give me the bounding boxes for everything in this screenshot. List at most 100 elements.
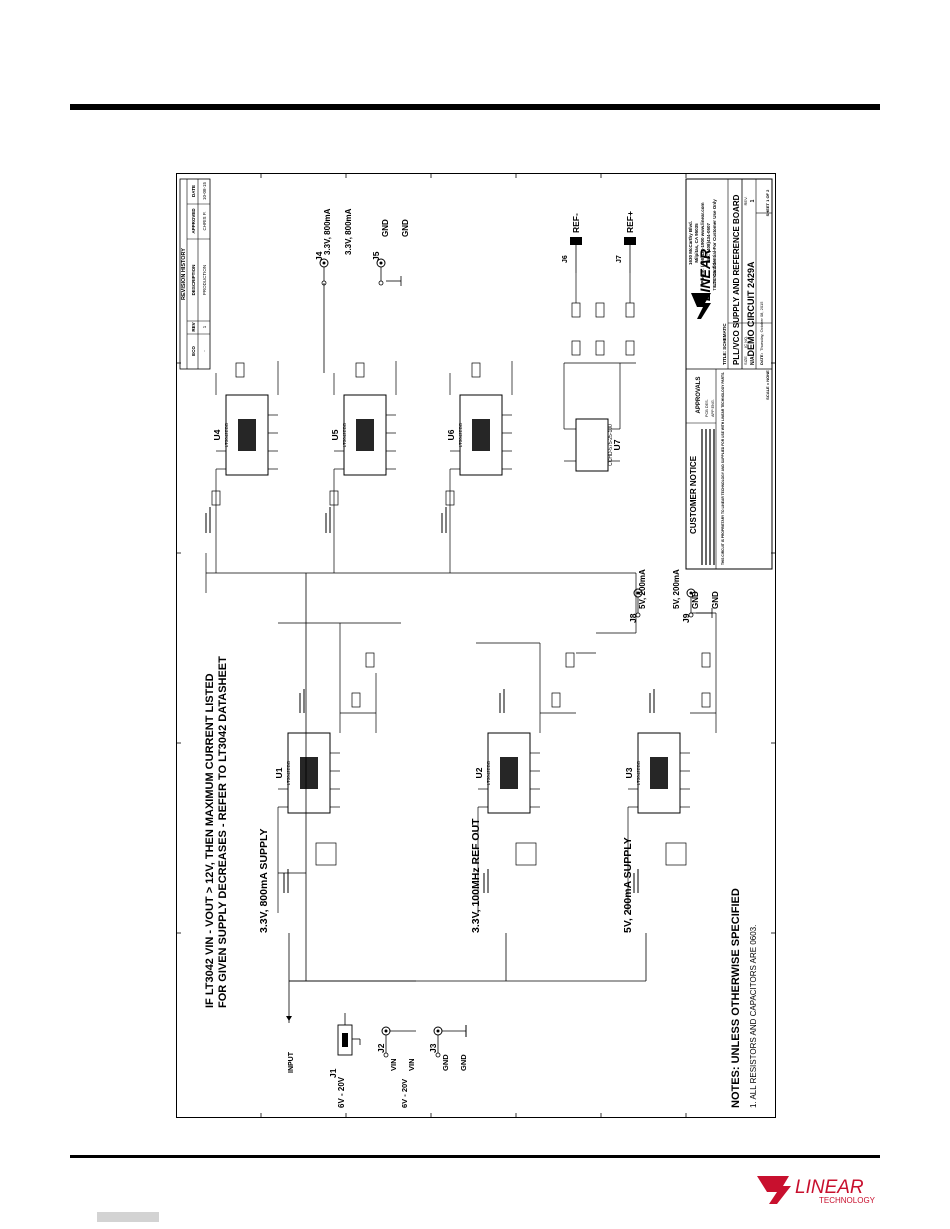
ic-u6: U6 LT3042EDD [446, 394, 512, 476]
notes-line1: 1. ALL RESISTORS AND CAPACITORS ARE 0603… [749, 925, 758, 1108]
j3-refdes: J3 [428, 1043, 438, 1053]
title-block-app-eng: APP ENG. [711, 399, 715, 417]
ic-u5: U5 LT3042EDD [330, 394, 396, 476]
j1-input-label: INPUT [288, 1051, 295, 1073]
logo-mark-icon [757, 1176, 791, 1204]
rev-col-date: DATE [191, 185, 196, 197]
rev-col-approved: APPROVED [191, 208, 196, 234]
connector-j6: J6 REF- [562, 213, 582, 273]
connector-j1: J1 INPUT 6V - 20V [288, 1013, 361, 1108]
j3-gnd: GND [459, 1054, 468, 1071]
j5-sub: GND [401, 219, 410, 237]
title-block-title: PLL/VCO SUPPLY AND REFERENCE BOARD [732, 194, 741, 365]
title-block-ic-no-label: IC NO. [743, 336, 748, 348]
ic-u3: U3 LT3042EDD [624, 732, 690, 814]
ic-u4: U4 LT3042EDD [212, 394, 278, 476]
rev-col-description: DESCRIPTION [191, 265, 196, 296]
j3-label: GND [441, 1054, 450, 1071]
title-block-size: N/A [750, 356, 756, 365]
connector-j4: J4 3.3V, 800mA 3.3V, 800mA [314, 208, 353, 373]
title-block-approvals: APPROVALS [696, 377, 702, 414]
j9-refdes: J9 [681, 613, 691, 623]
sheet-border [176, 173, 776, 1118]
connector-j2: J2 VIN 6V - 20V VIN [376, 1026, 416, 1108]
u4-refdes: U4 [212, 429, 222, 440]
j2-vin: VIN [407, 1058, 416, 1071]
ground-symbols [386, 276, 713, 618]
u3-part: LT3042EDD [636, 760, 641, 785]
u6-part: LT3042EDD [458, 422, 463, 447]
connector-j3: J3 GND GND [428, 1025, 468, 1071]
footer-logo-sub: TECHNOLOGY [819, 1196, 876, 1205]
j7-label: REF+ [625, 211, 635, 233]
footer-logo-text: LINEAR [795, 1177, 864, 1198]
j6-label: REF- [571, 213, 581, 233]
u5-refdes: U5 [330, 429, 340, 440]
warning-line2: FOR GIVEN SUPPLY DECREASES - REFER TO LT… [217, 656, 229, 1008]
connector-j9: J9 GND GND [681, 588, 720, 623]
title-block-rev: 1 [750, 199, 756, 202]
j2-refdes: J2 [376, 1043, 386, 1053]
title-block-date-label: DATE: [759, 353, 764, 365]
u1-refdes: U1 [274, 767, 284, 778]
connector-j5: J5 GND GND [371, 219, 410, 286]
title-block-phone: Phone: (408)432-1900 www.linear.com [700, 202, 705, 283]
title-block-scale: SCALE = NONE [765, 370, 770, 400]
rev-col-rev: REV [191, 322, 196, 331]
j2-range: 6V - 20V [400, 1079, 409, 1108]
j6-refdes: J6 [562, 255, 569, 263]
customer-notice-text-lines [701, 429, 715, 565]
top-rule [70, 104, 880, 110]
rev-row-date: 10-08-15 [202, 181, 207, 200]
u7-refdes: U7 [612, 439, 622, 450]
u7-part: CCHD-575-25-100 [608, 424, 614, 466]
j9-sub: GND [711, 591, 720, 609]
u5-part: LT3042EDD [342, 422, 347, 447]
title-block-notice-footer: THIS CIRCUIT IS PROPRIETARY TO LINEAR TE… [721, 372, 725, 565]
j5-refdes: J5 [371, 251, 381, 261]
ic-u1: U1 LT3042EDD [274, 732, 340, 814]
ref-output-network [563, 273, 636, 429]
page-number-box [97, 1212, 159, 1222]
u1-part: LT3042EDD [286, 760, 291, 785]
connector-j7: J7 REF+ [616, 211, 636, 273]
title-block-address1: 1630 McCarthy Blvd. [688, 221, 693, 265]
u2-refdes: U2 [474, 767, 484, 778]
j8-label: 5V, 200mA [638, 569, 647, 609]
title-block-sheet: SHEET 1 OF 2 [765, 189, 770, 216]
j9-label: GND [691, 591, 700, 609]
j1-refdes: J1 [328, 1068, 338, 1078]
warning-line1: IF LT3042 VIN - VOUT > 12V, THEN MAXIMUM… [204, 673, 216, 1008]
title-block-title-label: TITLE: SCHEMATIC [722, 323, 727, 365]
j4-label: 3.3V, 800mA [323, 208, 332, 255]
rev-row-rev: 1 [202, 325, 207, 328]
title-block-address2: Milpitas, CA 95035 [694, 223, 699, 263]
right-column-wiring [205, 361, 637, 634]
u4-part: LT3042EDD [224, 422, 229, 447]
title-block-customer-notice: CUSTOMER NOTICE [689, 455, 698, 534]
bottom-rule [70, 1155, 880, 1158]
rev-row-approved: CHRIS P. [202, 212, 207, 231]
u2-part: LT3042EDD [486, 760, 491, 785]
schematic-sheet: REVISION HISTORY ECO REV DESCRIPTION APP… [176, 173, 776, 1118]
title-block-company-sub: TECHNOLOGY [712, 259, 717, 291]
title-block-pcb-des: PCB DES. [705, 399, 709, 417]
title-block-fax: Fax: (408)434-0507 [706, 222, 711, 263]
j1-range: 6V - 20V [337, 1076, 346, 1108]
ic-u2: U2 LT3042EDD [474, 732, 540, 814]
j8-sub: 5V, 200mA [672, 569, 681, 609]
rev-col-eco: ECO [191, 346, 196, 356]
revision-header: REVISION HISTORY [181, 248, 187, 300]
connector-j8: J8 5V, 200mA 5V, 200mA [628, 569, 681, 623]
u6-refdes: U6 [446, 429, 456, 440]
output-passives [340, 612, 717, 733]
title-block-rev-label: REV. [743, 197, 748, 206]
revision-history: REVISION HISTORY ECO REV DESCRIPTION APP… [179, 178, 211, 370]
j5-label: GND [381, 219, 390, 237]
j7-refdes: J7 [616, 255, 623, 263]
j2-label: VIN [389, 1058, 398, 1071]
notes-title: NOTES: UNLESS OTHERWISE SPECIFIED [730, 888, 742, 1108]
component-value-labels [205, 507, 655, 893]
j4-refdes: J4 [314, 251, 324, 261]
title-block-demo: DEMO CIRCUIT 2429A [746, 261, 756, 357]
